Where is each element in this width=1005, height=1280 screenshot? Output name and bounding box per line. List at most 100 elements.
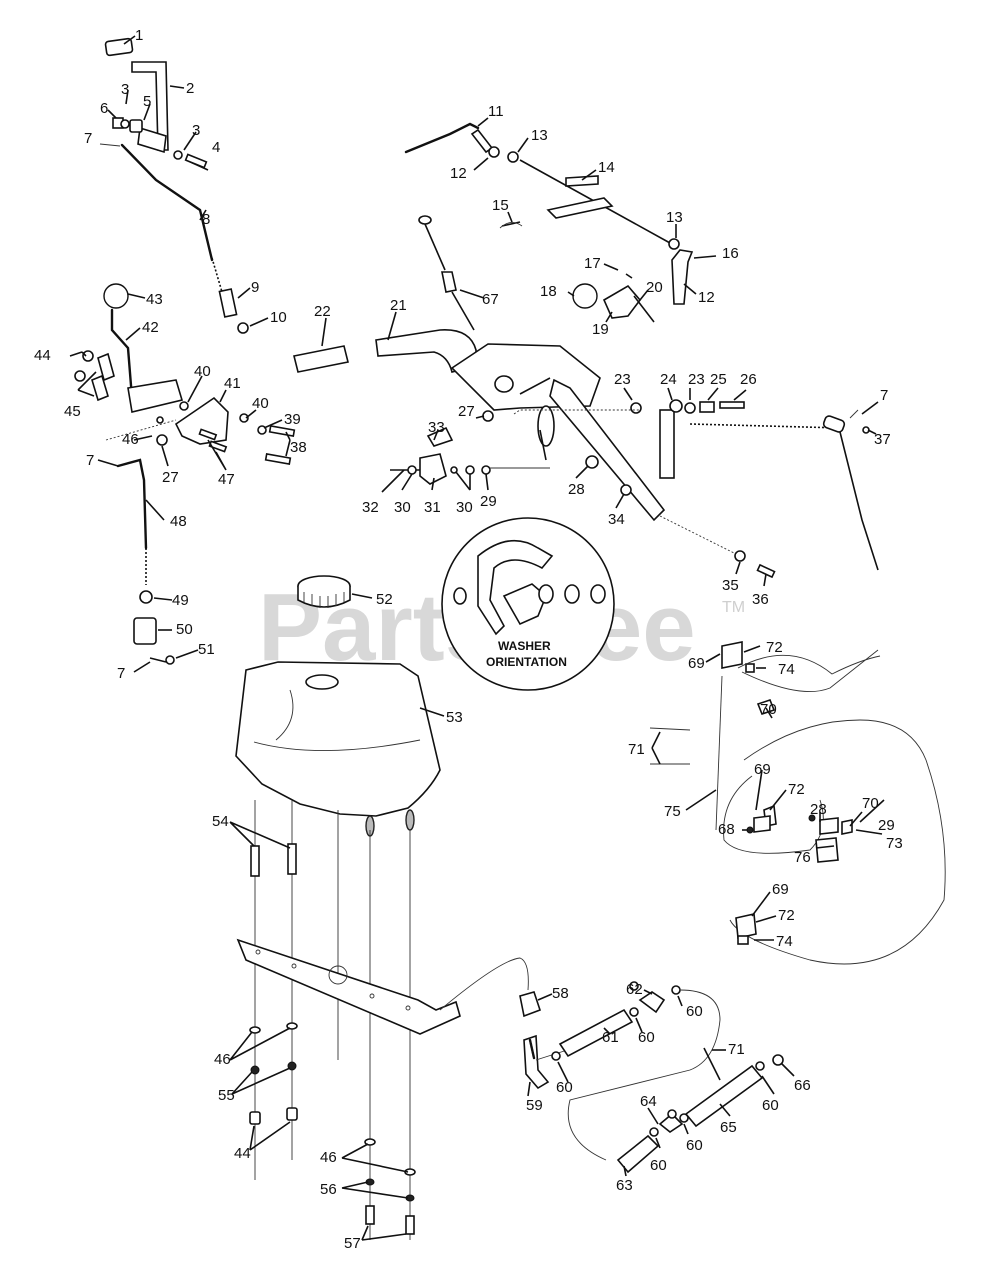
watermark-tm: TM [722,599,745,616]
callout-7c: 7 [117,665,125,682]
callout-16: 16 [722,245,739,262]
callout-49: 49 [172,592,189,609]
callout-56: 56 [320,1181,337,1198]
callout-69a: 69 [688,655,705,672]
callout-48: 48 [170,513,187,530]
callout-30b: 30 [456,499,473,516]
callout-19: 19 [592,321,609,338]
callout-61: 61 [602,1029,619,1046]
callout-13a: 13 [531,127,548,144]
callout-47: 47 [218,471,235,488]
callout-9: 9 [251,279,259,296]
callout-76: 76 [794,849,811,866]
callout-69c: 69 [772,881,789,898]
callout-7b: 7 [86,452,94,469]
callout-23a: 23 [614,371,631,388]
callout-25: 25 [710,371,727,388]
callout-66: 66 [794,1077,811,1094]
callout-8: 8 [202,211,210,228]
callout-75: 75 [664,803,681,820]
callout-28a: 28 [568,481,585,498]
callout-27a: 27 [458,403,475,420]
callout-7d: 7 [880,387,888,404]
callout-71a: 71 [628,741,645,758]
callout-70b: 70 [862,795,879,812]
callout-45: 45 [64,403,81,420]
callout-7a: 7 [84,130,92,147]
callout-55: 55 [218,1087,235,1104]
callout-51: 51 [198,641,215,658]
callout-43: 43 [146,291,163,308]
callout-34: 34 [608,511,625,528]
washer-orientation-inset: WASHER ORIENTATION [441,517,615,691]
callout-3a: 3 [121,81,129,98]
callout-62: 62 [626,981,643,998]
callout-40b: 40 [252,395,269,412]
lever-assembly-upper-left [99,37,249,334]
callout-29b: 29 [878,817,895,834]
callout-37: 37 [874,431,891,448]
tank-mounting-hardware [236,800,461,1240]
callout-29a: 29 [480,493,497,510]
callout-44b: 44 [234,1145,251,1162]
bracket-detail-29-33 [390,426,550,485]
callout-numbers: 1 2 3 3 4 5 6 7 7 7 7 8 9 10 11 12 12 13… [34,27,903,1252]
callout-74b: 74 [776,933,793,950]
callout-6: 6 [100,100,108,117]
callout-42: 42 [142,319,159,336]
callout-54: 54 [212,813,229,830]
lever-assembly-left [74,283,296,665]
callout-2: 2 [186,80,194,97]
callout-46a: 46 [122,431,139,448]
callout-30a: 30 [394,499,411,516]
callout-67: 67 [482,291,499,308]
fuel-tank-assembly [235,575,441,837]
callout-39: 39 [284,411,301,428]
callout-65: 65 [720,1119,737,1136]
callout-60e: 60 [686,1137,703,1154]
callout-1: 1 [135,27,143,44]
callout-50: 50 [176,621,193,638]
callout-60d: 60 [762,1097,779,1114]
callout-60a: 60 [556,1079,573,1096]
inset-label-line-2: ORIENTATION [486,655,567,669]
callout-40a: 40 [194,363,211,380]
callout-26: 26 [740,371,757,388]
callout-12b: 12 [698,289,715,306]
inset-label-line-1: WASHER [498,639,551,653]
callout-73: 73 [886,835,903,852]
callout-12a: 12 [450,165,467,182]
callout-46b: 46 [214,1051,231,1068]
callout-31: 31 [424,499,441,516]
right-link-rod [689,409,879,571]
callout-15: 15 [492,197,509,214]
callout-14: 14 [598,159,615,176]
callout-11: 11 [488,103,504,120]
callout-72c: 72 [778,907,795,924]
callout-23b: 23 [688,371,705,388]
callout-72b: 72 [788,781,805,798]
handle-arm-assembly [293,215,776,579]
callout-leaders [69,35,885,1241]
callout-72a: 72 [766,639,783,656]
callout-32: 32 [362,499,379,516]
callout-60b: 60 [638,1029,655,1046]
callout-3b: 3 [192,122,200,139]
callout-38: 38 [290,439,307,456]
callout-59: 59 [526,1097,543,1114]
callout-60f: 60 [650,1157,667,1174]
callout-57: 57 [344,1235,361,1252]
callout-33: 33 [428,419,445,436]
callout-5: 5 [143,93,151,110]
fuel-line-assembly [439,957,784,1174]
callout-21: 21 [390,297,407,314]
callout-13b: 13 [666,209,683,226]
callout-22: 22 [314,303,331,320]
callout-17: 17 [584,255,601,272]
callout-46c: 46 [320,1149,337,1166]
callout-63: 63 [616,1177,633,1194]
callout-28b: 28 [810,801,827,818]
callout-10: 10 [270,309,287,326]
